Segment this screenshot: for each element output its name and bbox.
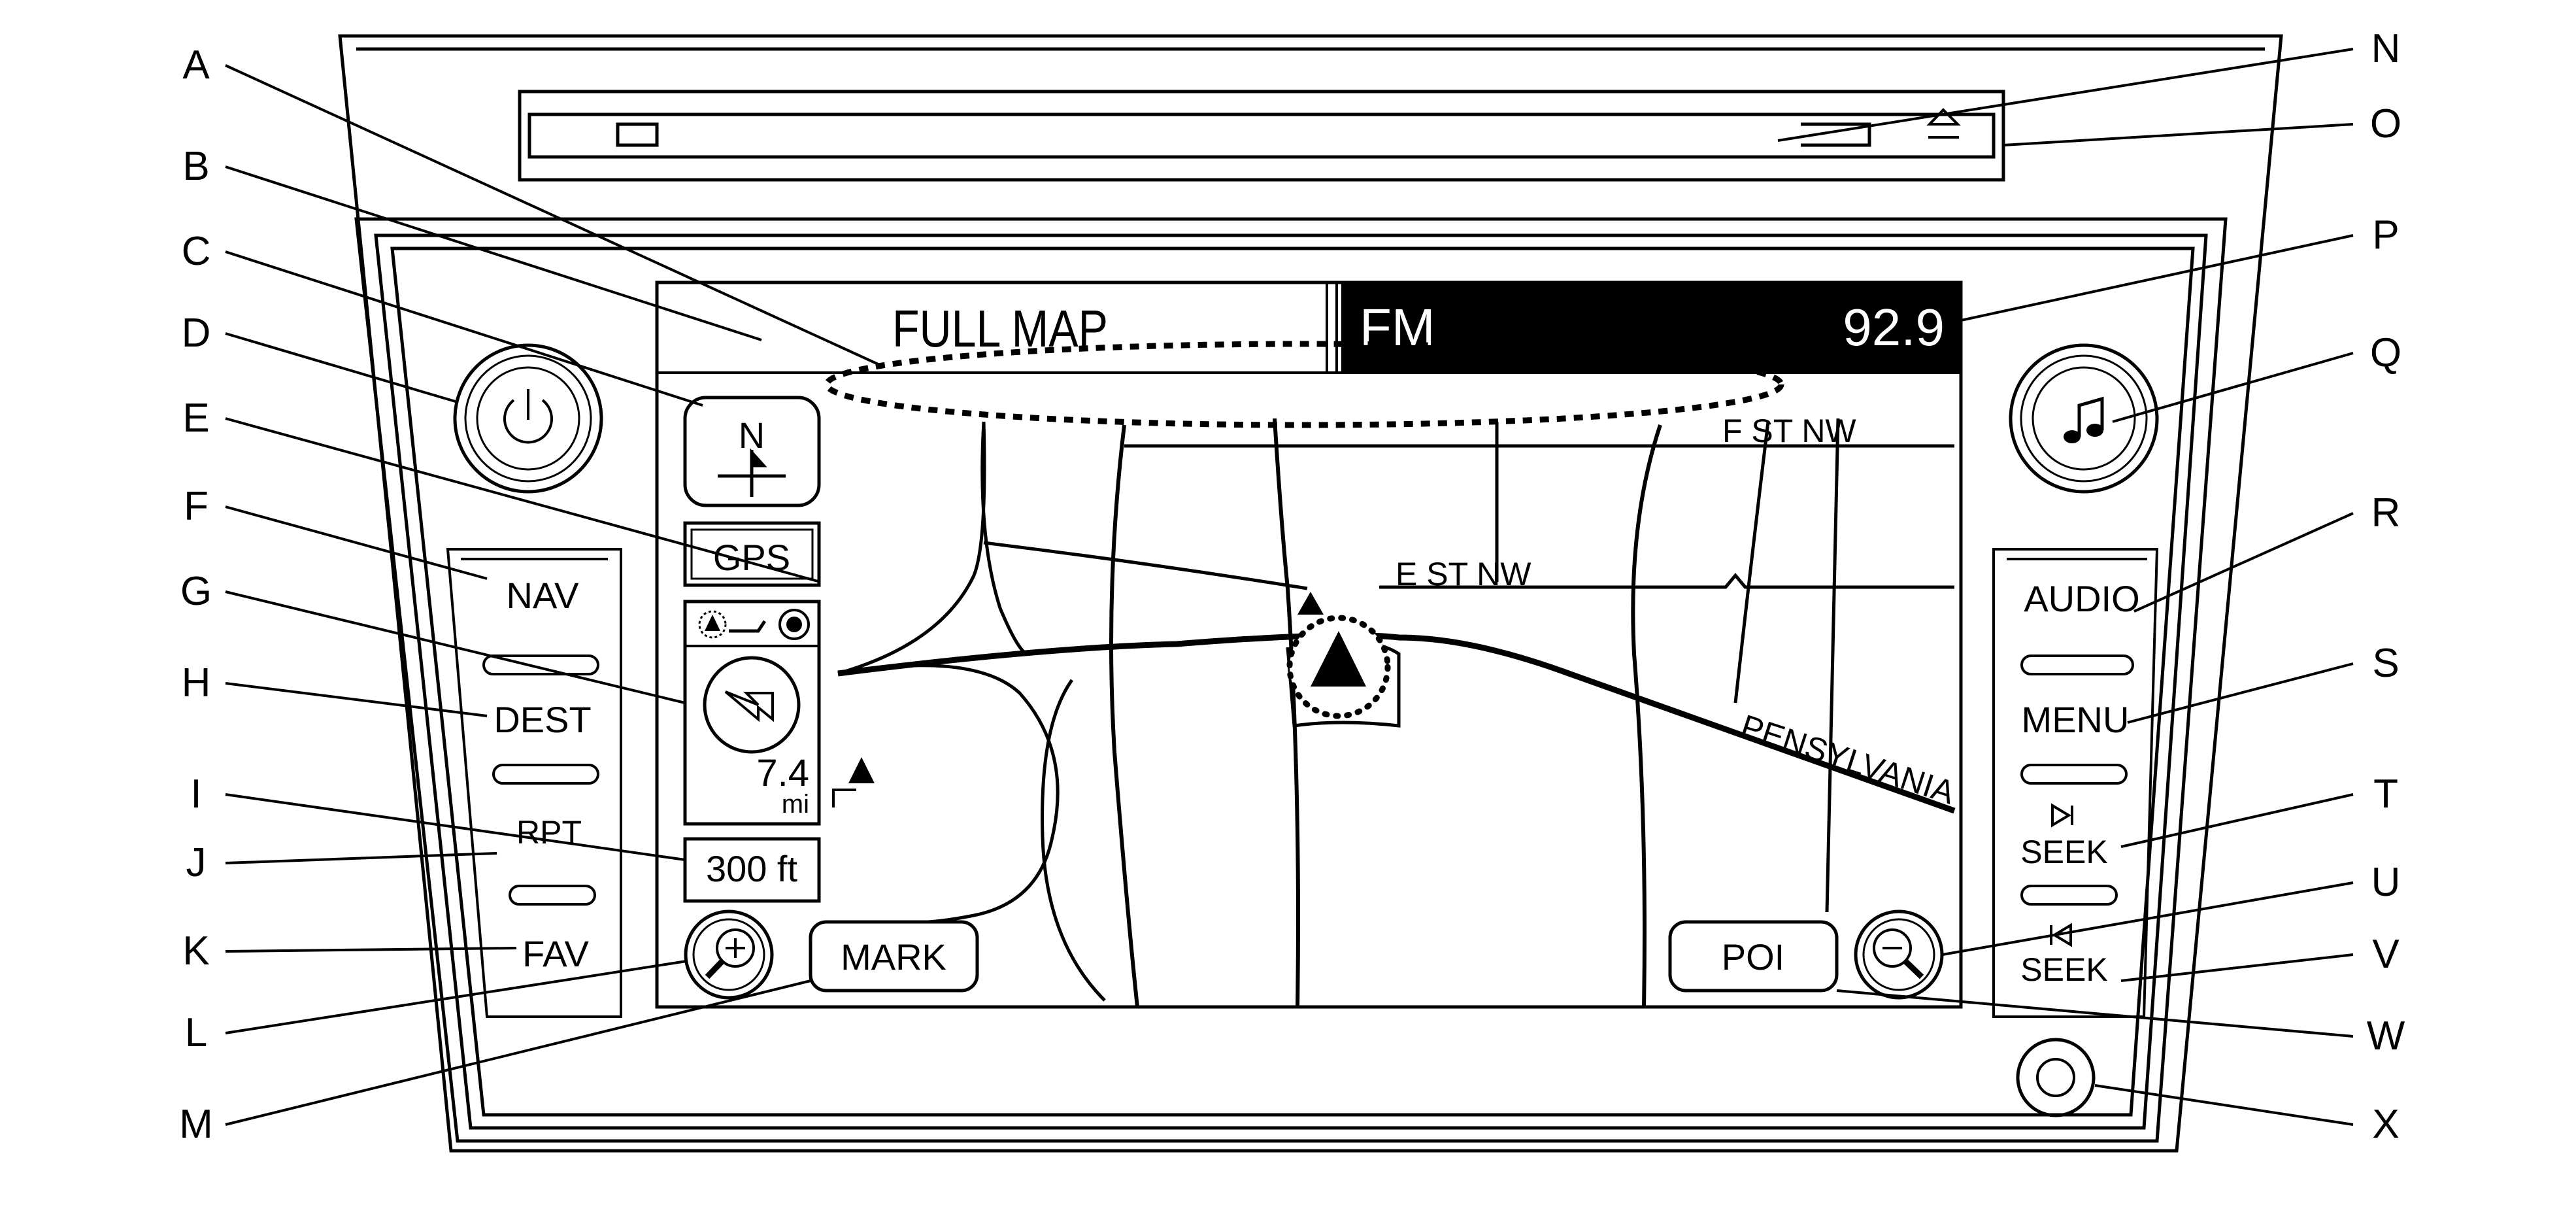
fav-button[interactable]: FAV xyxy=(522,933,589,974)
callout-t: T xyxy=(2373,772,2398,817)
callout-labels: A B C D E F G H I J K L M N O P Q R S T … xyxy=(179,26,2405,1147)
menu-button-label: MENU xyxy=(2022,699,2130,740)
street-label-f-st: F ST NW xyxy=(1722,413,1856,449)
callout-r: R xyxy=(2371,490,2401,536)
menu-button[interactable]: MENU xyxy=(2020,699,2130,785)
skip-next-icon xyxy=(2051,803,2073,828)
callout-p: P xyxy=(2372,212,2399,258)
radio-status-bar xyxy=(1341,282,1961,373)
callout-s: S xyxy=(2372,641,2399,686)
zoom-in-button[interactable] xyxy=(684,910,774,1000)
zoom-out-icon xyxy=(1873,928,1924,979)
turn-distance: 7.4 xyxy=(756,752,809,794)
seek-prev-label: SEEK xyxy=(2020,951,2107,988)
compass-letter: N xyxy=(739,415,765,456)
callout-l: L xyxy=(185,1010,207,1055)
fav-button-label: FAV xyxy=(522,933,589,974)
poi-button-label: POI xyxy=(1722,936,1784,978)
callout-o: O xyxy=(2370,101,2401,146)
dest-button-label: DEST xyxy=(493,699,591,740)
radio-faceplate xyxy=(338,34,2283,1153)
music-note-icon xyxy=(2064,396,2104,443)
zoom-in-icon xyxy=(705,928,755,979)
turn-arrow-icon xyxy=(703,656,801,754)
cd-slot[interactable] xyxy=(518,90,2005,182)
screen-header: FULL MAP FM 92.9 xyxy=(657,282,1961,374)
eject-icon xyxy=(1926,108,1961,139)
eject-button[interactable] xyxy=(1876,90,2005,182)
radio-frequency: 92.9 xyxy=(1843,298,1945,356)
touch-area-highlight xyxy=(824,341,1784,428)
seek-next-button[interactable]: SEEK xyxy=(2020,803,2118,906)
audio-button[interactable]: AUDIO xyxy=(2020,578,2140,675)
nav-button-label: NAV xyxy=(507,575,580,616)
callout-x: X xyxy=(2372,1102,2399,1147)
bottom-right-knob[interactable] xyxy=(2016,1038,2096,1117)
audio-button-label: AUDIO xyxy=(2024,578,2139,619)
callout-i: I xyxy=(190,772,201,817)
callout-a: A xyxy=(182,42,210,88)
nav-button[interactable]: NAV xyxy=(482,575,599,675)
callout-h: H xyxy=(182,660,211,706)
left-button-panel xyxy=(446,548,622,1018)
compass-button[interactable]: N xyxy=(683,396,821,507)
north-arrow-icon xyxy=(718,448,786,497)
callout-m: M xyxy=(179,1102,213,1147)
zoom-out-button[interactable] xyxy=(1854,910,1944,1000)
map-area xyxy=(824,341,1956,1008)
display-screen xyxy=(655,280,1963,1009)
rpt-button[interactable]: RPT xyxy=(509,814,596,906)
callout-k: K xyxy=(182,928,209,974)
guidance-mode-icon xyxy=(698,609,810,640)
turn-distance-unit: mi xyxy=(782,790,809,819)
seek-prev-button[interactable]: SEEK xyxy=(2020,923,2108,988)
rpt-button-label: RPT xyxy=(516,814,582,851)
power-button[interactable] xyxy=(453,343,603,494)
turn-indicator-icon xyxy=(832,789,856,808)
power-icon xyxy=(503,389,553,444)
street-label-pennsylvania: PENSYLVANIA xyxy=(1737,707,1960,811)
callout-j: J xyxy=(186,840,207,885)
callout-u: U xyxy=(2371,860,2401,905)
gps-indicator: GPS xyxy=(683,521,821,587)
callout-e: E xyxy=(182,396,209,441)
view-title: FULL MAP xyxy=(892,299,1108,358)
vehicle-position-icon xyxy=(1286,615,1391,719)
dest-button[interactable]: DEST xyxy=(492,699,599,785)
street-label-e-st: E ST NW xyxy=(1396,556,1531,592)
street-labels: F ST NW E ST NW PENSYLVANIA xyxy=(1396,413,1960,811)
route-marker-icon xyxy=(1297,592,1324,615)
turn-guidance-panel: 7.4 mi xyxy=(683,600,856,826)
callout-n: N xyxy=(2371,26,2401,71)
callout-leader-lines xyxy=(225,48,2354,1126)
map-scale: 300 ft xyxy=(683,837,821,903)
audio-knob[interactable] xyxy=(2009,343,2159,494)
callout-q: Q xyxy=(2370,330,2401,375)
callout-g: G xyxy=(180,569,212,614)
scale-label: 300 ft xyxy=(706,848,798,889)
callout-w: W xyxy=(2367,1013,2405,1059)
callout-d: D xyxy=(182,311,211,356)
callout-b: B xyxy=(182,144,209,189)
seek-next-label: SEEK xyxy=(2020,834,2107,870)
turn-marker-icon xyxy=(848,757,875,783)
mark-button[interactable]: MARK xyxy=(809,920,979,993)
mark-button-label: MARK xyxy=(841,936,946,978)
poi-button[interactable]: POI xyxy=(1668,920,1839,993)
callout-c: C xyxy=(182,229,211,274)
callout-v: V xyxy=(2372,932,2400,977)
callout-f: F xyxy=(184,484,209,529)
